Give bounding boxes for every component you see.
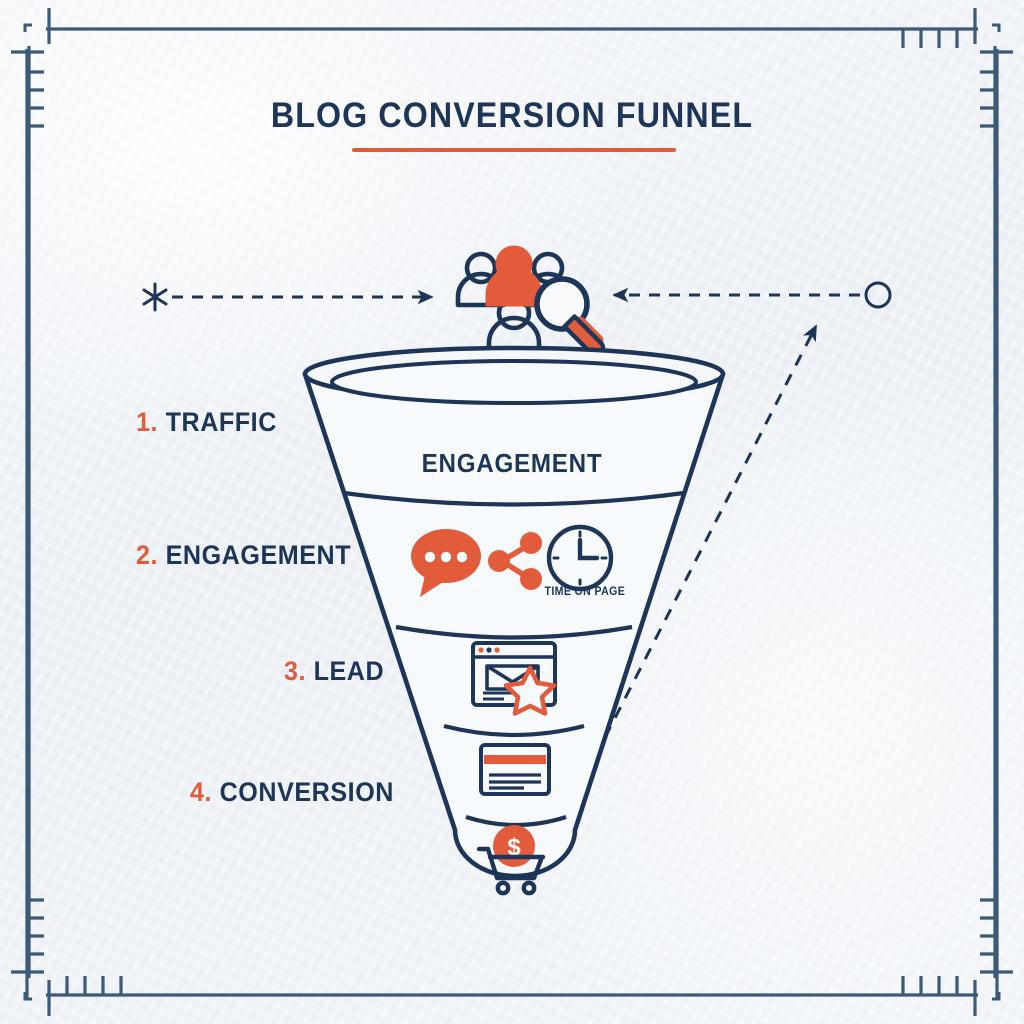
stage-name-4: CONVERSION [219, 777, 395, 807]
stage-number-1: 1. [136, 407, 159, 437]
stage-label-traffic[interactable]: 1. TRAFFIC [136, 407, 277, 438]
stage-name-2: ENGAGEMENT [165, 540, 352, 570]
time-on-page-caption: TIME ON PAGE [544, 586, 626, 598]
title-underline [352, 148, 676, 152]
stage-name-1: TRAFFIC [165, 407, 277, 437]
funnel-inner-label: ENGAGEMENT [421, 448, 603, 478]
page-title: BLOG CONVERSION FUNNEL [270, 96, 754, 135]
stage-number-4: 4. [190, 777, 213, 807]
stage-label-lead[interactable]: 3. LEAD [284, 656, 384, 687]
stage-number-2: 2. [136, 540, 159, 570]
stage-name-3: LEAD [313, 656, 385, 686]
stage-label-conversion[interactable]: 4. CONVERSION [190, 777, 394, 808]
stage-label-engagement[interactable]: 2. ENGAGEMENT [136, 540, 351, 571]
stage-number-3: 3. [284, 656, 307, 686]
